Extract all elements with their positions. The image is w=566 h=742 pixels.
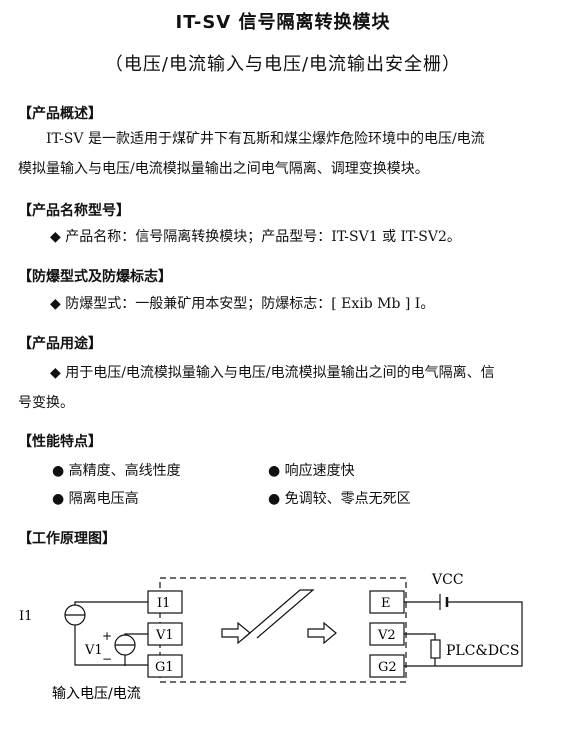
terminal-g1-label: G1: [155, 660, 174, 675]
feature-item: ● 隔离电压高: [52, 491, 139, 507]
working-principle-diagram: I1 V1 + − I1 V1 G1 E V2 G2 VCC PLC&DCS 输…: [19, 572, 523, 702]
vcc-label: VCC: [431, 572, 464, 588]
overview-heading: 【产品概述】: [18, 106, 102, 122]
module-outline: [159, 577, 407, 683]
signal-arrow-left: [221, 621, 251, 645]
diagram-caption: 输入电压/电流: [52, 686, 141, 702]
overview-line1: IT-SV 是一款适用于煤矿井下有瓦斯和煤尘爆炸危险环境中的电压/电流: [46, 131, 485, 147]
i1-source-label: I1: [19, 609, 32, 624]
usage-line2: 号变换。: [18, 395, 74, 411]
feature-item: ● 响应速度快: [268, 463, 355, 479]
explosion-text: ◆ 防爆型式：一般兼矿用本安型；防爆标志：[ Exib Mb ] I。: [50, 296, 435, 312]
terminal-i1-label: I1: [157, 596, 170, 611]
terminal-g2-label: G2: [378, 660, 397, 675]
plus-label: +: [102, 629, 112, 643]
usage-line1: ◆ 用于电压/电流模拟量输入与电压/电流模拟量输出之间的电气隔离、信: [50, 365, 495, 381]
explosion-heading: 【防爆型式及防爆标志】: [18, 269, 172, 285]
load-resistor: [430, 639, 441, 659]
terminal-v1-label: V1: [155, 628, 174, 643]
feature-item: ● 免调较、零点无死区: [268, 491, 411, 507]
usage-heading: 【产品用途】: [18, 336, 102, 352]
feature-item: ● 高精度、高线性度: [52, 463, 181, 479]
terminal-v2-label: V2: [377, 628, 396, 643]
document-title: IT-SV 信号隔离转换模块: [175, 12, 391, 33]
isolation-barrier: [243, 589, 315, 639]
signal-arrow-right: [307, 621, 337, 645]
v1-source-label: V1: [84, 643, 103, 658]
model-text: ◆ 产品名称：信号隔离转换模块；产品型号：IT-SV1 或 IT-SV2。: [50, 229, 461, 245]
terminal-g1: [147, 654, 183, 678]
features-heading: 【性能特点】: [18, 434, 102, 450]
principle-heading: 【工作原理图】: [18, 531, 116, 547]
terminal-e-label: E: [381, 596, 391, 611]
document-subtitle: （电压/电流输入与电压/电流输出安全栅）: [104, 54, 462, 75]
minus-label: −: [102, 652, 112, 666]
model-heading: 【产品名称型号】: [18, 203, 130, 219]
overview-line2: 模拟量输入与电压/电流模拟量输出之间电气隔离、调理变换模块。: [18, 161, 429, 177]
load-label: PLC&DCS: [446, 643, 519, 659]
